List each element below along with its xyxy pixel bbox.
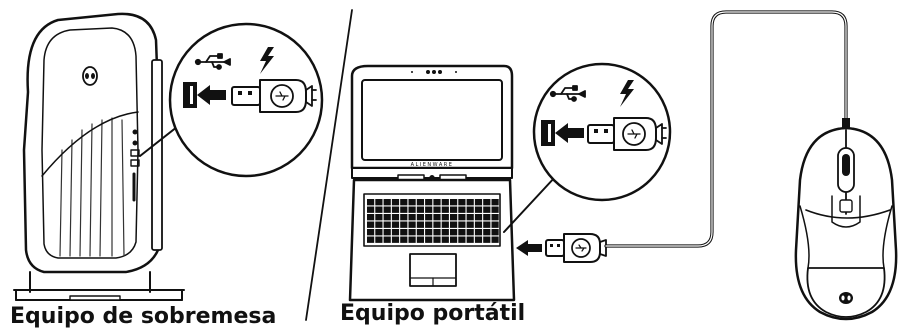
usb-plug-icon <box>587 117 667 151</box>
section-divider <box>305 9 353 321</box>
usb-icon <box>549 85 586 102</box>
arrow-icon <box>197 85 226 105</box>
lightning-bolt-icon <box>260 47 274 74</box>
usb-port-icon <box>183 82 197 108</box>
usb-icon <box>194 53 231 70</box>
lightning-bolt-icon <box>620 80 634 107</box>
desktop-tower <box>13 12 185 301</box>
desktop-caption: Equipo de sobremesa <box>10 304 277 329</box>
laptop-port-zoom <box>532 62 672 202</box>
arrow-icon <box>516 240 542 256</box>
usb-port-icon <box>541 120 555 146</box>
laptop-keyboard <box>363 193 501 247</box>
desktop-port-zoom <box>168 22 324 178</box>
zoom-leader-line <box>503 175 557 233</box>
alien-logo-icon <box>839 292 853 304</box>
gaming-mouse <box>794 126 898 321</box>
laptop: ALIENWARE <box>348 64 516 302</box>
arrow-icon <box>555 123 584 143</box>
laptop-brand: ALIENWARE <box>411 162 454 168</box>
usb-cable <box>516 10 850 263</box>
alien-logo-icon <box>82 66 98 86</box>
usb-plug-icon <box>231 79 317 113</box>
laptop-caption: Equipo portátil <box>340 301 526 326</box>
